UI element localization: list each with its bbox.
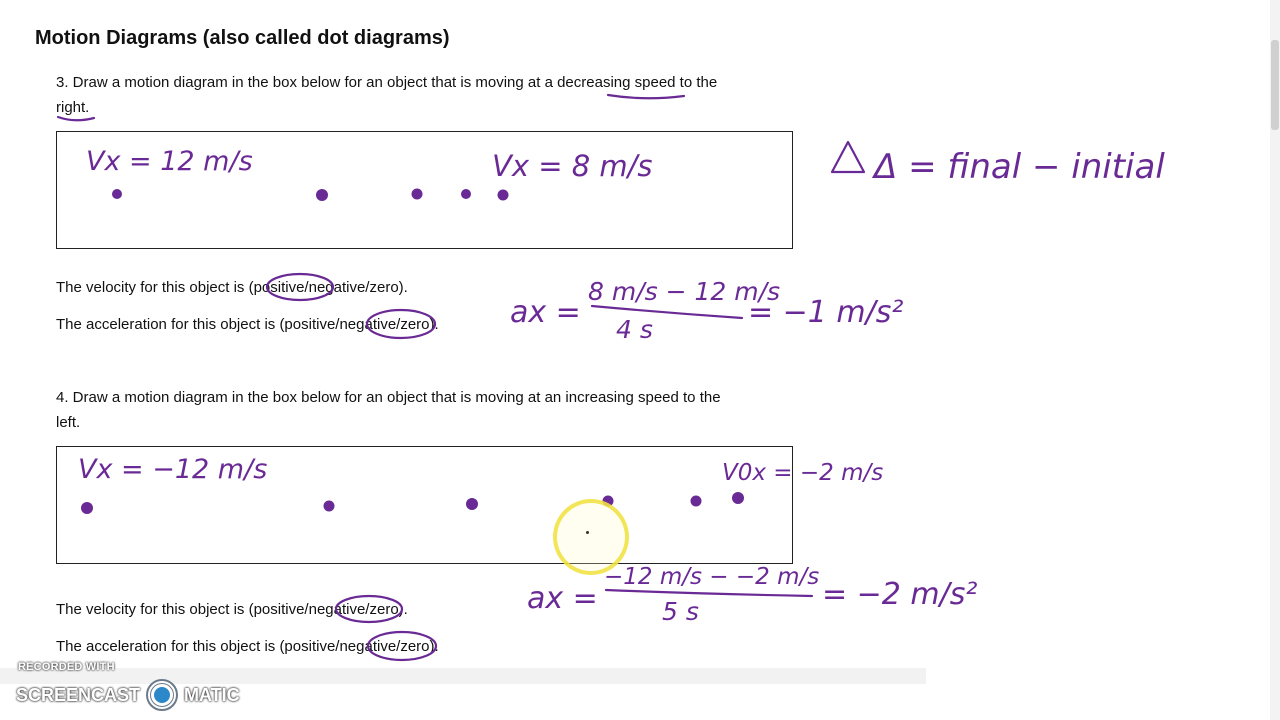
watermark-recorded-with: RECORDED WITH — [18, 661, 115, 673]
hw-q4-accel-denominator: 5 s — [662, 597, 699, 626]
cursor-highlight — [553, 499, 629, 575]
q4-diagram-box — [56, 446, 793, 564]
watermark-left-text: SCREENCAST — [16, 684, 141, 705]
cursor-pointer — [586, 531, 589, 534]
q4-velocity-statement: The velocity for this object is (positiv… — [56, 601, 408, 618]
q3-prompt-line1: 3. Draw a motion diagram in the box belo… — [56, 74, 718, 91]
fraction-bar-q3 — [590, 304, 744, 320]
screencast-o-matic-logo: SCREENCAST MATIC — [16, 679, 240, 711]
page-title: Motion Diagrams (also called dot diagram… — [35, 27, 450, 49]
hw-q4-accel-numerator: −12 m/s − −2 m/s — [604, 564, 819, 590]
hw-delta-definition: Δ = final − initial — [871, 147, 1165, 187]
hw-q4-accel-lhs: ax = — [527, 581, 598, 616]
record-icon — [146, 679, 179, 711]
q4-prompt-line2: left. — [56, 414, 81, 431]
hw-q3-accel-lhs: ax = — [510, 295, 581, 330]
scrollbar-thumb[interactable] — [1271, 40, 1279, 130]
q3-acceleration-statement: The acceleration for this object is (pos… — [56, 316, 439, 333]
underline-decreasing — [606, 93, 686, 100]
hw-q3-accel-result: = −1 m/s² — [748, 295, 903, 330]
hw-q4-accel-result: = −2 m/s² — [822, 577, 977, 612]
q4-acceleration-statement: The acceleration for this object is (pos… — [56, 638, 439, 655]
q3-diagram-box — [56, 131, 793, 249]
page-bottom-edge — [0, 668, 926, 684]
underline-right — [56, 115, 96, 122]
scrollbar-track[interactable] — [1270, 0, 1280, 720]
fraction-bar-q4 — [604, 588, 814, 598]
hw-q3-accel-numerator: 8 m/s − 12 m/s — [588, 277, 780, 306]
q3-prompt-line2: right. — [56, 99, 90, 116]
delta-symbol — [830, 140, 866, 174]
q3-velocity-statement: The velocity for this object is (positiv… — [56, 279, 408, 296]
hw-q3-accel-denominator: 4 s — [616, 315, 653, 344]
watermark-right-text: MATIC — [184, 684, 240, 705]
q4-prompt-line1: 4. Draw a motion diagram in the box belo… — [56, 389, 721, 406]
